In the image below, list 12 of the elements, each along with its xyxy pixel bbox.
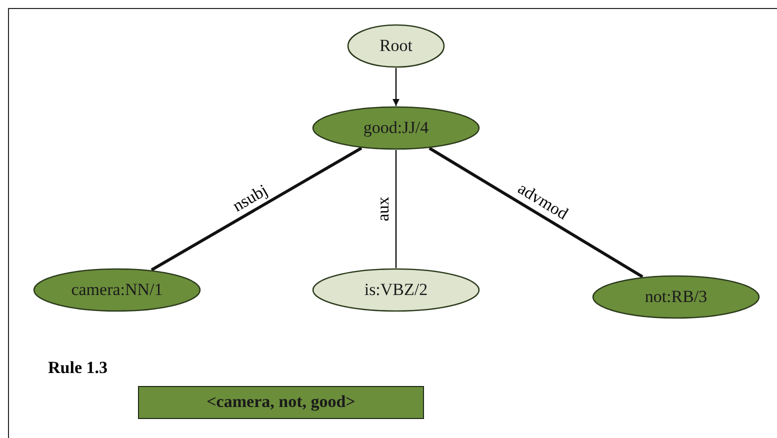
word-label: Root (379, 36, 413, 56)
word-label: good:JJ/4 (363, 118, 429, 138)
word-label: camera:NN/1 (71, 280, 163, 300)
dependency-line (395, 150, 397, 268)
arrow (392, 68, 400, 106)
dependency-line (150, 146, 362, 272)
word-label: is:VBZ/2 (364, 280, 428, 300)
result-box (138, 386, 424, 418)
dependency-line (428, 146, 644, 278)
rule-heading: Rule 1.3 (48, 358, 108, 378)
result-text: <camera, not, good> (206, 392, 356, 412)
word-label: not:RB/3 (644, 287, 708, 307)
